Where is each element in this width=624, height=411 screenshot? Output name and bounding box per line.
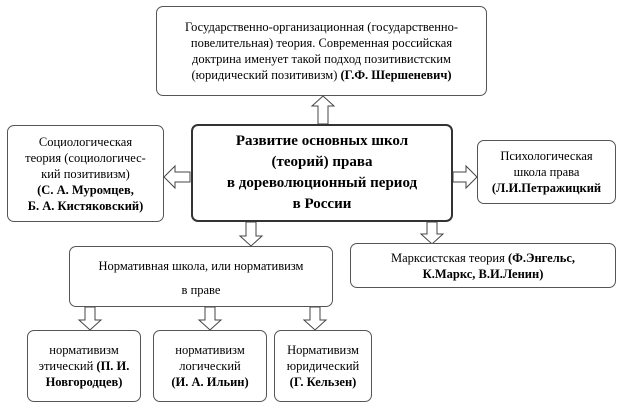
central-line-4: в России: [292, 196, 352, 212]
arrow-down-ethical: [77, 306, 103, 331]
psychological-author: (Л.И.Петражицкий: [491, 181, 602, 195]
ethical-author-1: (П. И.: [96, 359, 130, 373]
marxist-line-1: Марксистская теория (Ф.Энгельс,: [391, 250, 575, 266]
logical-line-2: логический: [179, 359, 241, 373]
psychological-school-box: Психологическая школа права (Л.И.Петражи…: [477, 140, 616, 204]
logical-line-1: нормативизм: [175, 343, 245, 357]
arrow-down-juridical: [302, 306, 328, 331]
juridical-author: (Г. Кельзен): [289, 375, 357, 389]
juridical-normativism-box: Нормативизм юридический (Г. Кельзен): [274, 330, 372, 402]
state-organizational-theory-box: Государственно-организационная (государс…: [156, 6, 487, 96]
marxist-theory-box: Марксистская теория (Ф.Энгельс, К.Маркс,…: [350, 243, 616, 288]
psychological-line-1: Психологическая: [500, 149, 593, 163]
psychological-line-2: школа права: [513, 165, 580, 179]
state-theory-author: (Г.Ф. Шершеневич): [340, 68, 452, 82]
state-theory-line-4: (юридический позитивизм) (Г.Ф. Шершеневи…: [191, 67, 451, 83]
sociological-author-2: Б. А. Кистяковский): [27, 198, 144, 213]
state-theory-line-1: Государственно-организационная (государс…: [184, 20, 459, 34]
state-theory-line-4-text: (юридический позитивизм): [191, 68, 338, 82]
central-line-1: Развитие основных школ: [235, 133, 409, 149]
state-theory-line-3: доктрина именует такой подход позитивист…: [192, 52, 451, 66]
arrow-right: [452, 164, 478, 190]
sociological-line-2: теория (социологичес-: [25, 150, 146, 165]
logical-normativism-box: нормативизм логический (И. А. Ильин): [153, 330, 267, 402]
central-topic-box: Развитие основных школ (теорий) права в …: [191, 124, 453, 222]
juridical-line-2: юридический: [286, 359, 360, 373]
arrow-left: [163, 164, 191, 190]
marxist-author-1: (Ф.Энгельс,: [507, 250, 576, 265]
central-line-3: в дореволюционный период: [226, 175, 418, 191]
logical-author: (И. А. Ильин): [171, 375, 249, 389]
sociological-line-3: кий позитивизм): [41, 166, 130, 181]
state-theory-line-2: повелительная) теория. Современная росси…: [190, 36, 453, 50]
ethical-normativism-box: нормативизм этический (П. И. Новгородцев…: [27, 330, 141, 402]
ethical-line-2: этический (П. И.: [39, 358, 130, 374]
marxist-authors-2: К.Маркс, В.И.Ленин): [422, 266, 544, 281]
arrow-down-logical: [197, 306, 223, 331]
central-line-2: (теорий) права: [271, 154, 373, 170]
normative-school-box: Нормативная школа, или нормативизм в пра…: [69, 246, 333, 307]
sociological-theory-box: Социологическая теория (социологичес- ки…: [7, 125, 164, 222]
marxist-line-1-text: Марксистская теория: [390, 250, 505, 265]
normative-line-1: Нормативная школа, или нормативизм: [98, 259, 304, 273]
sociological-author-1: (С. А. Муромцев,: [37, 182, 134, 197]
normative-line-2: в праве: [181, 283, 221, 297]
arrow-down-marxist: [419, 221, 445, 245]
ethical-line-1: нормативизм: [49, 343, 119, 357]
sociological-line-1: Социологическая: [38, 134, 133, 149]
arrow-up: [310, 95, 336, 125]
ethical-line-2-text: этический: [38, 359, 94, 373]
juridical-line-1: Нормативизм: [287, 343, 359, 357]
arrow-down-normative: [238, 221, 264, 247]
ethical-author-2: Новгородцев): [45, 375, 123, 389]
